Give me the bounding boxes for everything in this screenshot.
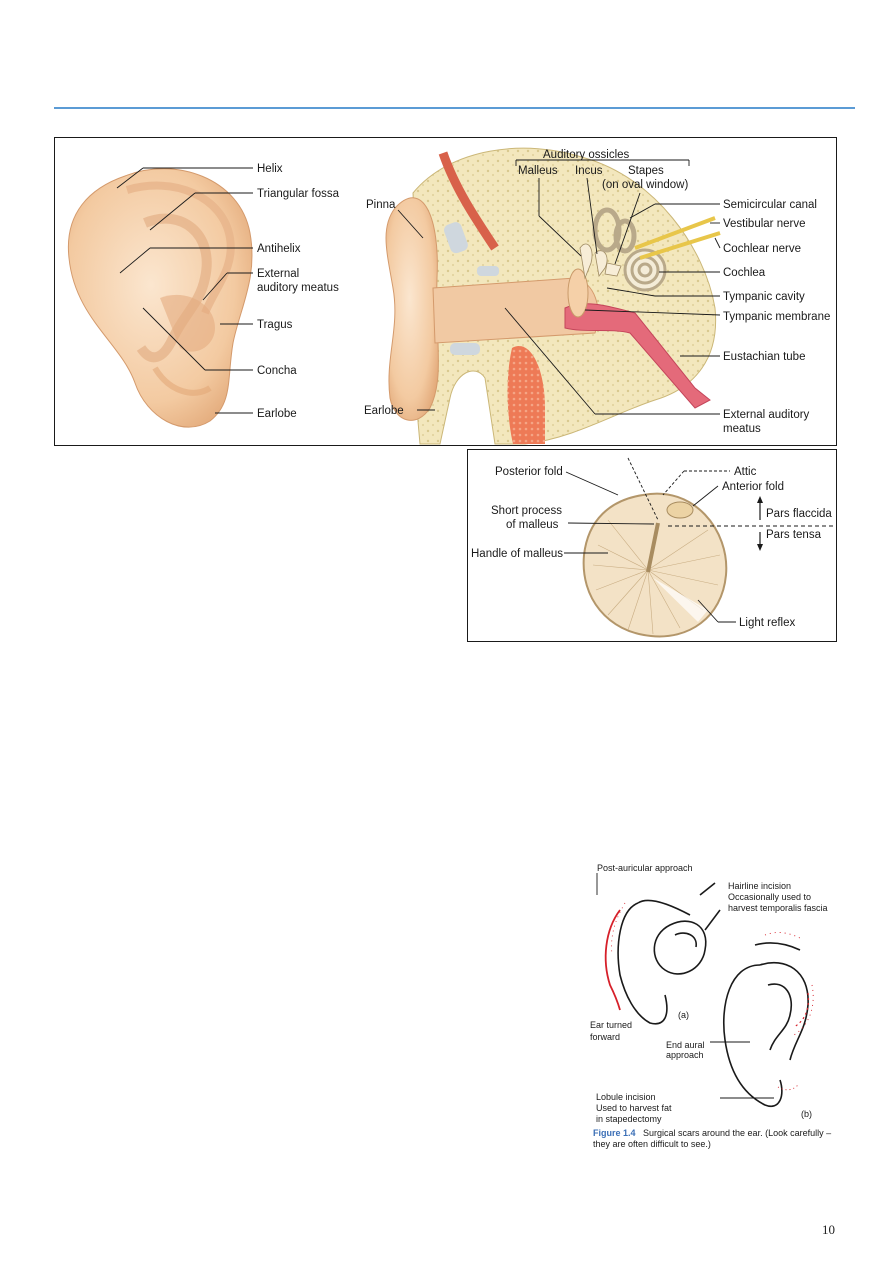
label-external-meatus-2: auditory meatus	[257, 282, 339, 294]
outer-ear-leaders	[116, 167, 253, 414]
label-ear-turned-1: Ear turned	[590, 1020, 632, 1030]
label-anterior-fold: Anterior fold	[722, 481, 784, 493]
label-auditory-ossicles: Auditory ossicles	[543, 149, 630, 161]
label-tympanic-cavity: Tympanic cavity	[723, 291, 805, 303]
label-hairline-2: Occasionally used to	[728, 892, 811, 902]
label-posterior-fold: Posterior fold	[495, 466, 563, 478]
ear-b-illustration	[722, 942, 809, 1108]
caption-figure-label: Figure 1.4	[593, 1128, 636, 1138]
label-cochlea: Cochlea	[723, 267, 766, 279]
label-endaural-2: approach	[666, 1050, 704, 1060]
tympanic-membrane-figure: Posterior fold Attic Anterior fold Short…	[467, 449, 837, 642]
pars-arrows	[757, 496, 763, 551]
label-concha: Concha	[257, 365, 297, 377]
caption-line-2: they are often difficult to see.)	[593, 1139, 711, 1149]
label-pars-flaccida: Pars flaccida	[766, 508, 832, 520]
label-ext-meatus-2: meatus	[723, 423, 761, 435]
ossicles	[579, 243, 622, 280]
ear-anatomy-figure: Helix Triangular fossa Antihelix Externa…	[54, 137, 837, 446]
label-ext-meatus-1: External auditory	[723, 409, 810, 421]
label-eustachian-tube: Eustachian tube	[723, 351, 805, 363]
label-light-reflex: Light reflex	[739, 617, 796, 629]
header-rule	[54, 107, 855, 109]
label-lobule-1: Lobule incision	[596, 1092, 656, 1102]
label-external-meatus-1: External	[257, 268, 299, 280]
scar-leaders	[596, 873, 774, 1099]
label-lobule-3: in stapedectomy	[596, 1114, 662, 1124]
label-stapes: Stapes	[628, 165, 664, 177]
label-tragus: Tragus	[257, 319, 293, 331]
label-post-auricular: Post-auricular approach	[597, 863, 693, 873]
label-earlobe-outer: Earlobe	[257, 408, 297, 420]
label-pars-tensa: Pars tensa	[766, 529, 822, 541]
label-attic: Attic	[734, 466, 757, 478]
label-ear-turned-2: forward	[590, 1032, 620, 1042]
label-handle-of-malleus: Handle of malleus	[471, 548, 563, 560]
label-panel-a: (a)	[678, 1010, 689, 1020]
label-lobule-2: Used to harvest fat	[596, 1103, 672, 1113]
outer-ear-labels: Helix Triangular fossa Antihelix Externa…	[257, 163, 340, 420]
label-earlobe-section: Earlobe	[364, 405, 404, 417]
semicircular-canals	[592, 207, 637, 254]
tympanic-membrane-svg: Posterior fold Attic Anterior fold Short…	[471, 457, 836, 638]
label-oval-window: (on oval window)	[602, 179, 688, 191]
label-semicircular-canal: Semicircular canal	[723, 199, 817, 211]
label-malleus: Malleus	[518, 165, 558, 177]
label-cochlear-nerve: Cochlear nerve	[723, 243, 801, 255]
outer-ear-illustration	[67, 168, 253, 428]
label-short-process-1: Short process	[491, 505, 562, 517]
drum-labels: Posterior fold Attic Anterior fold Short…	[471, 466, 832, 629]
label-short-process-2: of malleus	[506, 519, 559, 531]
label-tympanic-membrane: Tympanic membrane	[723, 311, 830, 323]
page-number: 10	[822, 1222, 835, 1237]
label-hairline-1: Hairline incision	[728, 881, 791, 891]
label-hairline-3: harvest temporalis fascia	[728, 903, 828, 913]
label-helix: Helix	[257, 163, 283, 175]
cross-section-labels: Auditory ossicles Malleus Incus Stapes (…	[364, 149, 830, 435]
drum-leaders	[564, 457, 836, 623]
drum-illustration	[582, 492, 728, 638]
scar-labels: Post-auricular approach Hairline incisio…	[590, 863, 831, 1149]
cross-section-leaders	[397, 159, 721, 415]
ear-anatomy-svg: Helix Triangular fossa Antihelix Externa…	[67, 147, 830, 445]
label-vestibular-nerve: Vestibular nerve	[723, 218, 805, 230]
caption-line-1: Surgical scars around the ear. (Look car…	[643, 1128, 831, 1138]
label-endaural-1: End aural	[666, 1040, 705, 1050]
ear-cross-section-illustration	[385, 147, 721, 445]
label-incus: Incus	[575, 165, 603, 177]
ear-a-illustration	[617, 882, 721, 1025]
label-pinna: Pinna	[366, 199, 396, 211]
surgical-scars-svg: Post-auricular approach Hairline incisio…	[590, 863, 831, 1149]
label-triangular-fossa: Triangular fossa	[257, 188, 340, 200]
label-panel-b: (b)	[801, 1109, 812, 1119]
label-antihelix: Antihelix	[257, 243, 301, 255]
surgical-scars-figure: Post-auricular approach Hairline incisio…	[580, 855, 842, 1155]
